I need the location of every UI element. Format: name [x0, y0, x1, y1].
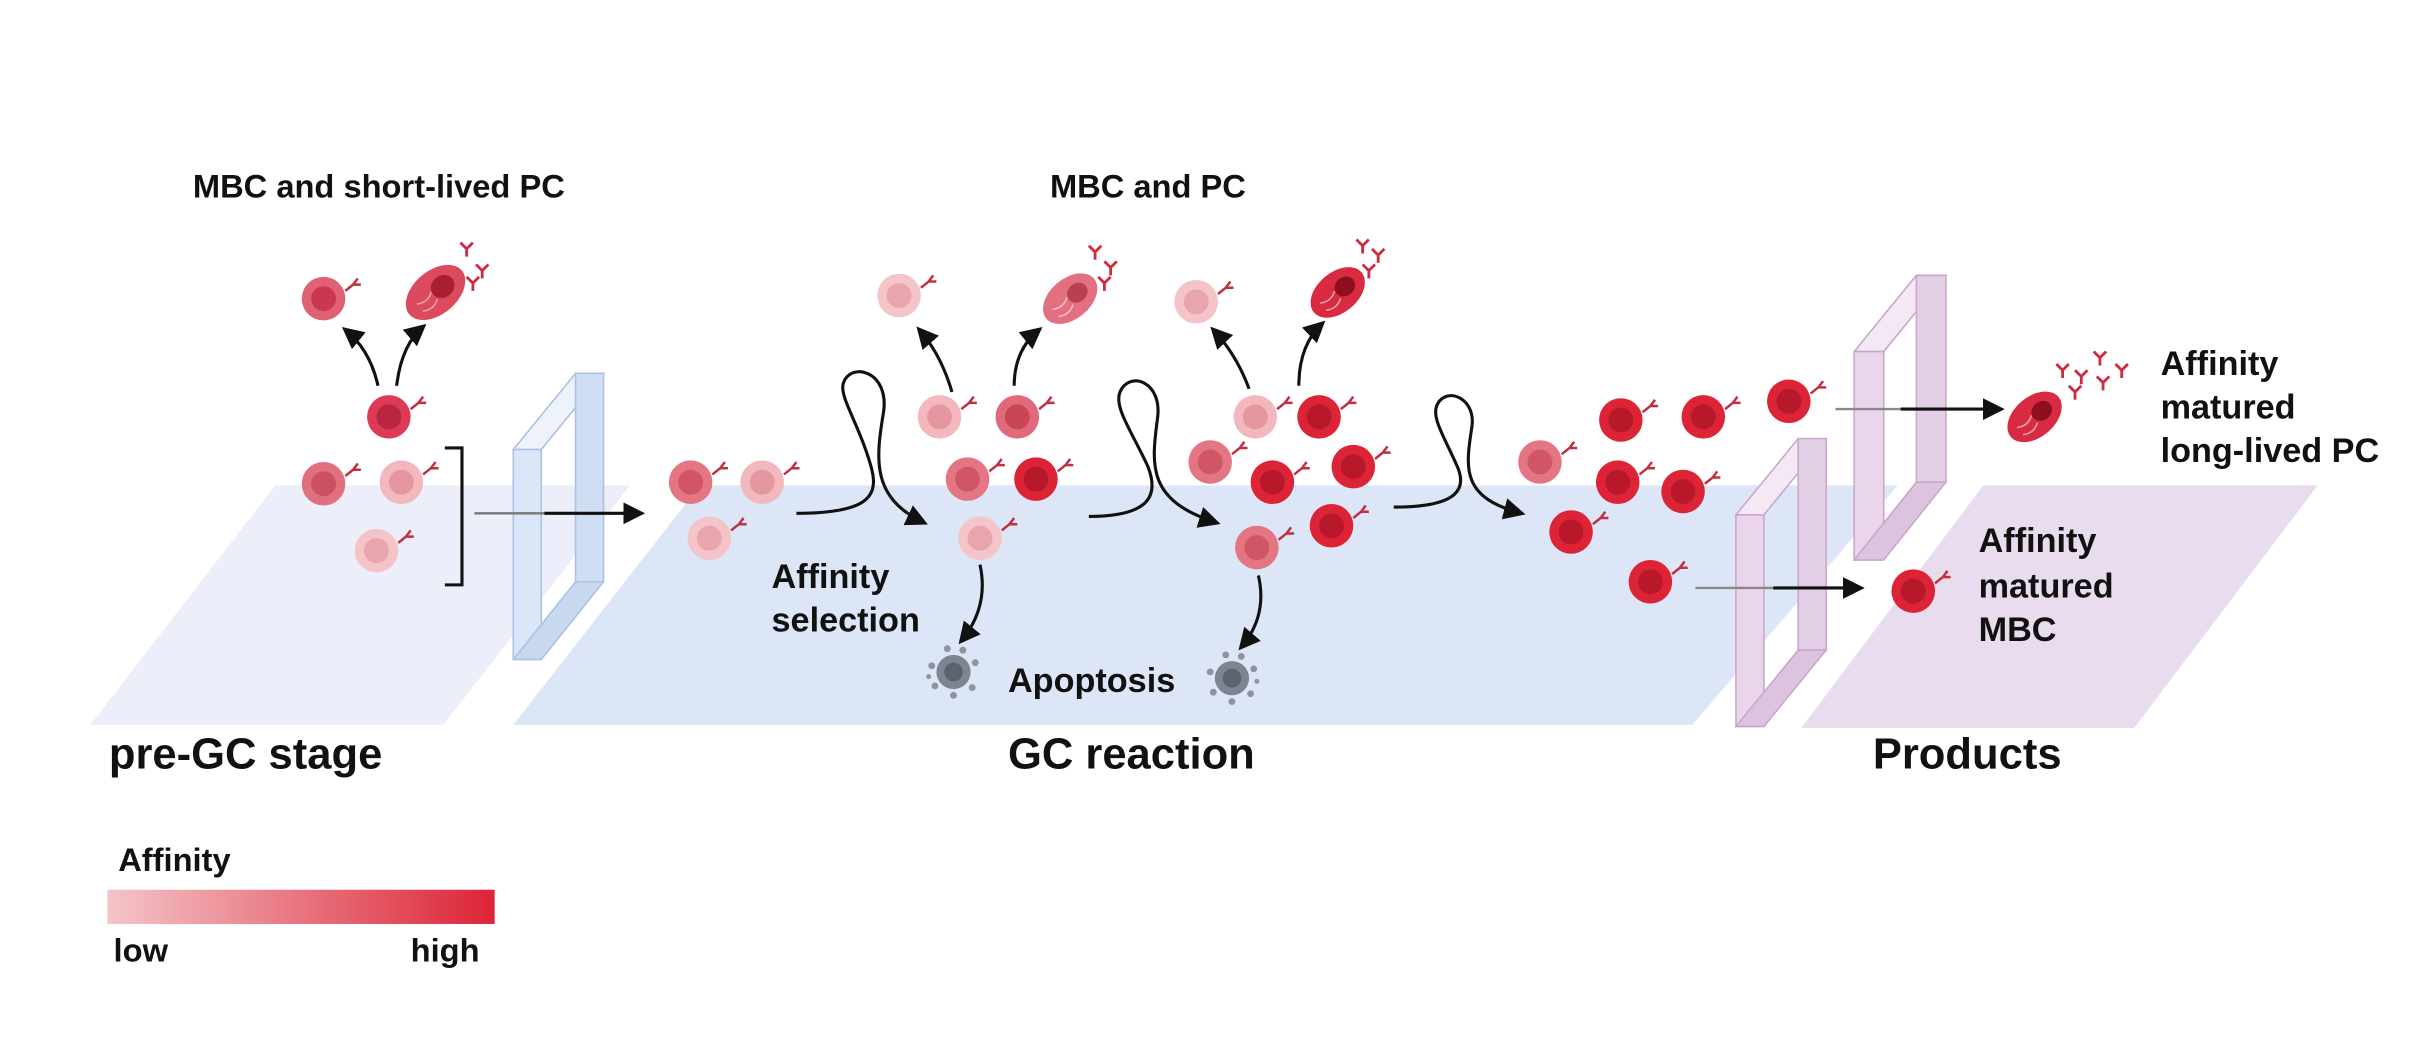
- b-cell: [354, 528, 414, 573]
- apoptotic-cell: [926, 645, 979, 699]
- selection-loop-1: [796, 370, 928, 526]
- pre-gc-gate: [511, 372, 606, 661]
- b-cell: [917, 395, 977, 439]
- apoptosis-label: Apoptosis: [1008, 662, 1175, 700]
- arrow-to-pc-pre: [395, 323, 427, 386]
- b-cell: [1628, 559, 1688, 604]
- products-plane: [1801, 485, 2318, 728]
- legend-high-label: high: [411, 931, 480, 968]
- legend-title: Affinity: [118, 841, 230, 878]
- b-cell: [1681, 395, 1741, 439]
- stage-label-gc: GC reaction: [1008, 730, 1255, 778]
- selection-loop-3: [1393, 394, 1526, 520]
- arrow-to-pc-gc2: [1297, 320, 1326, 386]
- pre-gc-plane: [90, 485, 630, 725]
- b-cell: [1767, 379, 1827, 424]
- b-cell: [1661, 469, 1721, 514]
- b-cell: [1331, 444, 1391, 489]
- plasma-cell: [1310, 267, 1365, 318]
- b-cell: [1309, 503, 1369, 548]
- b-cell: [740, 460, 800, 504]
- stage-label-products: Products: [1873, 730, 2062, 778]
- b-cell: [1518, 440, 1578, 484]
- arrow-to-pc-gc1: [1012, 327, 1043, 386]
- selection-loop-2: [1088, 379, 1221, 528]
- arrow-to-mbc-gc1: [916, 326, 954, 393]
- mbc-gate: [1734, 437, 1828, 728]
- long-lived-pc-label: Affinity: [2161, 345, 2279, 383]
- b-cell: [1549, 510, 1609, 554]
- b-cell: [1595, 460, 1656, 504]
- matured-mbc-label: matured: [1979, 567, 2114, 605]
- gc-products-label: MBC and PC: [1050, 168, 1246, 205]
- antibody-icon: [459, 238, 2129, 400]
- long-lived-pc-label: matured: [2161, 388, 2296, 426]
- b-cell: [1891, 569, 1951, 613]
- plasma-cell: [405, 264, 466, 321]
- arrow-to-mbc-pre: [341, 327, 380, 387]
- pc-gate: [1852, 274, 1948, 561]
- b-cell: [958, 516, 1018, 560]
- affinity-legend: Affinity low high: [107, 841, 495, 968]
- legend-low-label: low: [114, 931, 169, 968]
- b-cell: [1599, 398, 1659, 442]
- matured-mbc-label: Affinity: [1979, 522, 2097, 560]
- b-cell: [301, 276, 361, 321]
- arrow-to-apoptosis-1: [958, 564, 984, 645]
- b-cell: [1235, 525, 1295, 570]
- plasma-cell: [2007, 391, 2062, 443]
- b-cell: [1233, 395, 1293, 439]
- b-cell: [1188, 440, 1248, 484]
- b-cell: [877, 273, 937, 318]
- apoptotic-cell: [1206, 651, 1260, 705]
- selection-label: Affinity: [772, 558, 890, 596]
- b-cell: [995, 395, 1055, 439]
- long-lived-pc-label: long-lived PC: [2161, 432, 2380, 470]
- selection-label: selection: [772, 602, 920, 640]
- arrow-to-apoptosis-2: [1238, 575, 1263, 651]
- arrow-to-mbc-gc2: [1210, 326, 1251, 390]
- b-cell: [301, 461, 361, 506]
- b-cell: [1014, 457, 1074, 501]
- pre-gc-bracket: [444, 446, 464, 587]
- b-cell: [367, 395, 427, 439]
- matured-mbc-label: MBC: [1979, 611, 2057, 649]
- b-cell: [1250, 460, 1310, 504]
- affinity-gradient-bar: [107, 889, 495, 924]
- plasma-cell: [1043, 273, 1098, 324]
- b-cell: [945, 457, 1005, 501]
- b-cell: [1297, 395, 1357, 439]
- pre-gc-products-label: MBC and short-lived PC: [193, 168, 565, 205]
- gc-plane: [513, 485, 1898, 725]
- b-cell: [668, 460, 728, 504]
- b-cell: [687, 516, 747, 560]
- b-cell: [379, 460, 439, 504]
- stage-label-pre-gc: pre-GC stage: [109, 730, 382, 778]
- b-cell: [1174, 279, 1234, 324]
